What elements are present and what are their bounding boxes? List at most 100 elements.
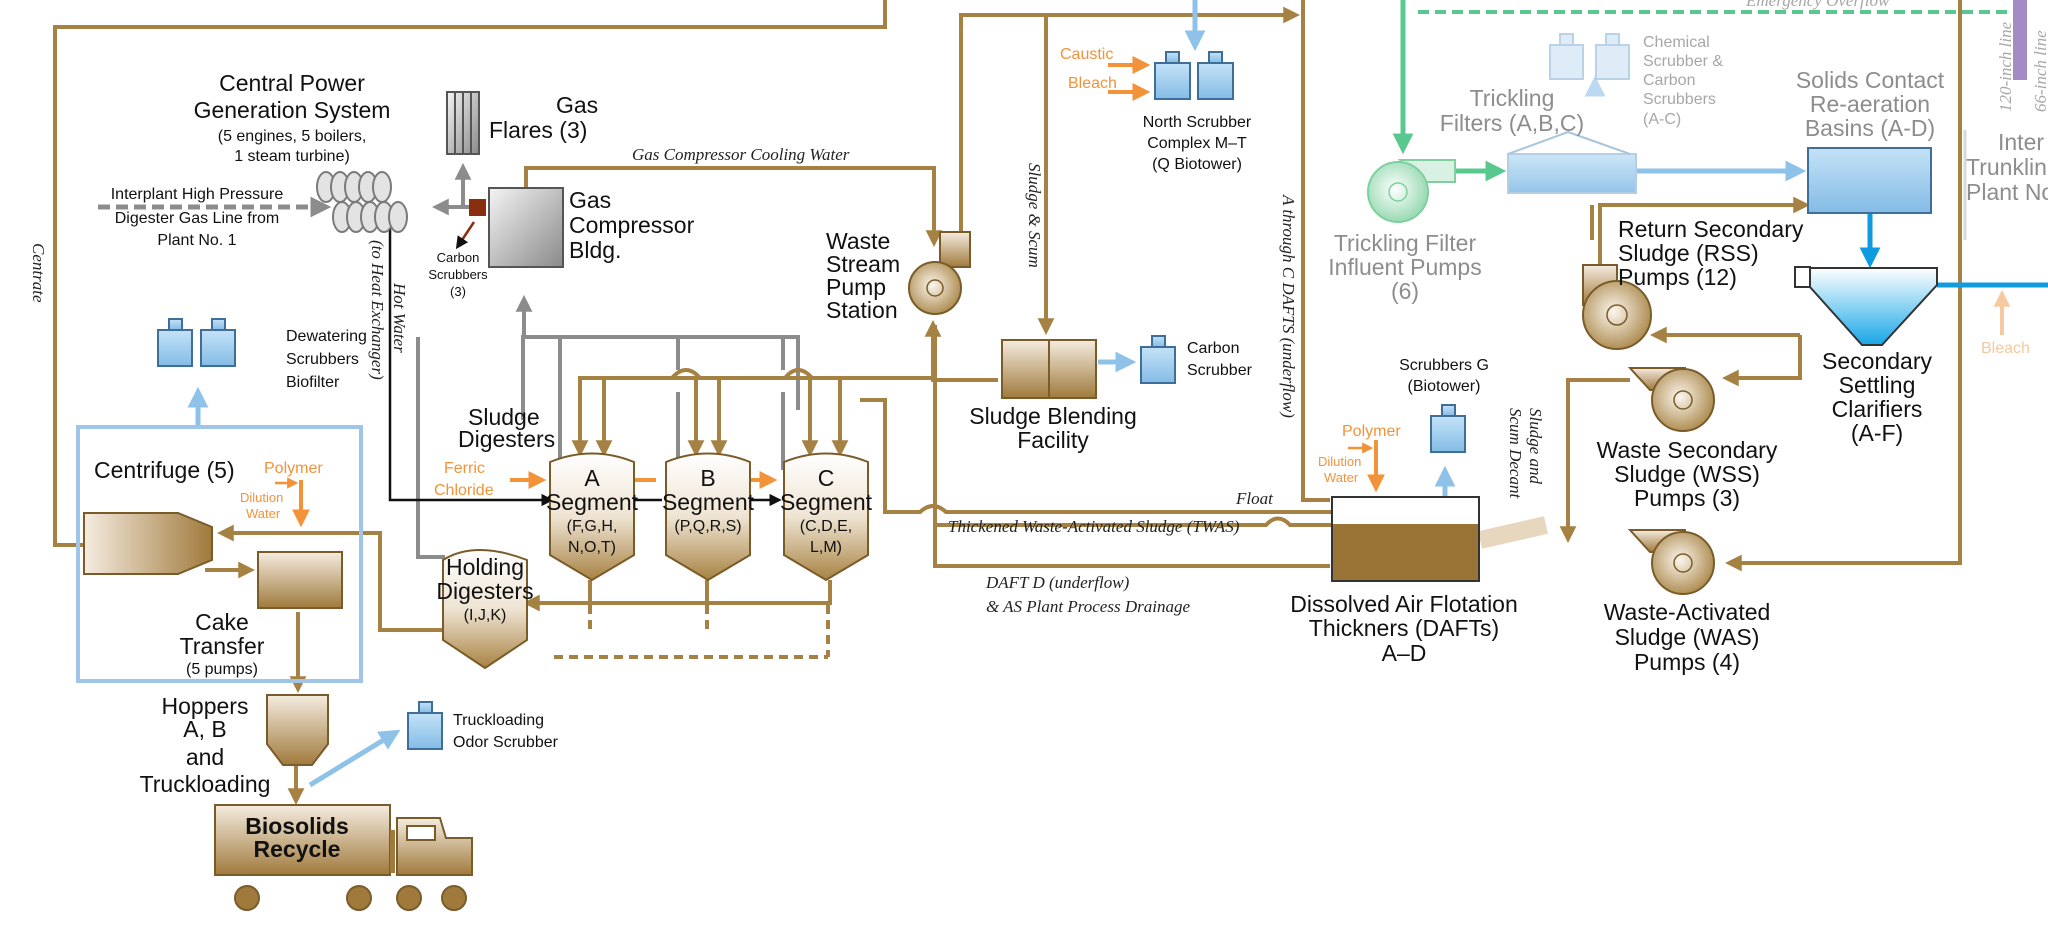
polymer-label: Polymer (264, 460, 323, 477)
sludge-blending-l1: Sludge Blending (969, 403, 1137, 429)
trickling-l1: Trickling (1470, 85, 1555, 111)
segment-c-tank (783, 452, 869, 582)
hoppers-l2: A, B (183, 716, 226, 742)
central-power-label: Central Power Generation System (5 engin… (194, 70, 391, 165)
was-pump-icon (1627, 529, 1715, 595)
interplant-l1: Interplant High Pressure (111, 186, 284, 203)
holding-l2: Digesters (436, 578, 533, 604)
power-engines (316, 171, 408, 233)
float-label: Float (1235, 489, 1274, 508)
heat-exchanger-label: (to Heat Exchanger) (368, 240, 387, 380)
centrifuge-enclosure (76, 425, 363, 683)
cake-l1: Cake (195, 609, 249, 635)
sludge-digesters-l1: Sludge (468, 404, 540, 430)
pipe-holding-dashed (554, 605, 830, 659)
truckloading-odor-scrubber (407, 701, 443, 750)
gas-pipe-digester-header (521, 335, 800, 420)
scrubbers-g-l1: Scrubbers G (1399, 357, 1489, 374)
dafts-underflow-vertical: A through C DAFTS (underflow) (1279, 194, 1298, 418)
cake-transfer-label: Cake Transfer (5 pumps) (180, 609, 265, 678)
dewatering-l3: Biofilter (286, 374, 340, 391)
hoppers-l4: Truckloading (140, 771, 271, 797)
was-l2: Sludge (WAS) (1615, 624, 1760, 650)
truckloading-l1: Truckloading (453, 712, 544, 729)
pipe-header-feed (571, 376, 933, 458)
pipe-rss-to-basins (1598, 196, 1811, 278)
gas-pipe-holding (416, 337, 445, 559)
biosolids-truck (214, 804, 473, 911)
segment-c-t2: L,M) (810, 539, 842, 556)
waste-stream-l3: Pump (826, 274, 886, 300)
waste-stream-l1: Waste (826, 228, 890, 254)
carbon-scrubbers-small-l3: (3) (450, 284, 466, 299)
pipe-holding-drops (588, 580, 709, 603)
pipe-digester-outflow (860, 398, 1335, 514)
segment-b-name: Segment (662, 489, 755, 515)
waste-stream-l4: Station (826, 297, 898, 323)
daft-l1: Dissolved Air Flotation (1290, 591, 1518, 617)
pipe-to-centrifuge (216, 524, 445, 632)
central-power-l4: 1 steam turbine) (234, 148, 350, 165)
cake-l3: (5 pumps) (186, 661, 258, 678)
biosolids-label: Biosolids Recycle (245, 813, 349, 862)
settling-l3: Clarifiers (1832, 396, 1923, 422)
pipe-was-return (1724, 0, 1962, 572)
trickling-filter-tank (1507, 130, 1637, 194)
trickling-filter-pump-icon (1367, 159, 1456, 223)
segment-c-letter: C (818, 465, 835, 491)
trickling-filters-label: Trickling Filters (A,B,C) (1440, 85, 1584, 136)
dewatering-l2: Scrubbers (286, 351, 359, 368)
sludge-pipes (53, 0, 1962, 806)
solids-contact-basin (1807, 147, 1932, 214)
segment-c-name: Segment (780, 489, 873, 515)
chem-l5: (A-C) (1643, 111, 1681, 128)
carbon-scrubber-icon (469, 199, 486, 216)
secondary-settling-label: Secondary Settling Clarifiers (A-F) (1822, 348, 1932, 446)
holding-digesters-label: Holding Digesters (I,J,K) (436, 554, 533, 624)
centrate-label: Centrate (29, 243, 48, 303)
pipe-66-label: 66-inch line (2031, 30, 2048, 112)
sludge-scum-vertical: Sludge & Scum (1025, 163, 1044, 268)
daft-label: Dissolved Air Flotation Thickners (DAFTs… (1290, 591, 1518, 666)
dilution-2-l2: Water (1324, 470, 1359, 485)
tpump-l3: (6) (1391, 278, 1419, 304)
pipe-dafts-underflow (1301, 0, 1330, 502)
sludge-blending-l2: Facility (1017, 427, 1089, 453)
dilution-l1: Dilution (240, 490, 283, 505)
hoppers-l3: and (186, 744, 224, 770)
gas-compressor-l2: Compressor (569, 212, 695, 238)
pipe-120-label: 120-inch line (1996, 21, 2015, 112)
waste-stream-l2: Stream (826, 251, 900, 277)
was-l1: Waste-Activated (1604, 599, 1771, 625)
secondary-clarifier (1794, 266, 1938, 346)
sludge-blending-label: Sludge Blending Facility (969, 403, 1137, 453)
inter-trunkline-label: Inter Trunkline Plant No (1966, 129, 2048, 205)
rss-l1: Return Secondary (1618, 216, 1804, 242)
emergency-overflow-label: Emergency Overflow (1745, 0, 1890, 10)
solids-l1: Solids Contact (1796, 67, 1945, 93)
carbon-scrubbers-small-l2: Scrubbers (428, 267, 488, 282)
carbon-scrubbers-small-label: Carbon Scrubbers (3) (428, 250, 488, 299)
pipe-clarifier-to-wss (1721, 335, 1802, 387)
biosolids-l1: Biosolids (245, 813, 349, 839)
pipe-blending-to-pump (924, 319, 998, 382)
chemical-scrubber-tanks (1549, 33, 1630, 80)
pipe-crossover-b (670, 368, 702, 380)
segment-c-t1: (C,D,E, (800, 518, 852, 535)
segment-b-label: B Segment (P,Q,R,S) (662, 465, 755, 535)
truckloading-l2: Odor Scrubber (453, 734, 559, 751)
rss-l3: Pumps (12) (1618, 264, 1737, 290)
twas-label: Thickened Waste-Activated Sludge (TWAS) (948, 517, 1240, 536)
dewatering-scrubber-tanks (157, 318, 236, 367)
carbon-scrubbers-small-l1: Carbon (437, 250, 480, 265)
inter-l3: Plant No (1966, 179, 2048, 205)
dewatering-l1: Dewatering (286, 328, 367, 345)
centrifuge-label: Centrifuge (5) (94, 457, 235, 483)
gas-compressor-building (488, 187, 564, 268)
decant-l2: Scum Decant (1506, 408, 1525, 499)
cooling-water-label: Gas Compressor Cooling Water (632, 145, 850, 164)
segment-b-tank (665, 452, 751, 582)
solids-l2: Re-aeration (1810, 91, 1930, 117)
polymer-2-label: Polymer (1342, 423, 1401, 440)
